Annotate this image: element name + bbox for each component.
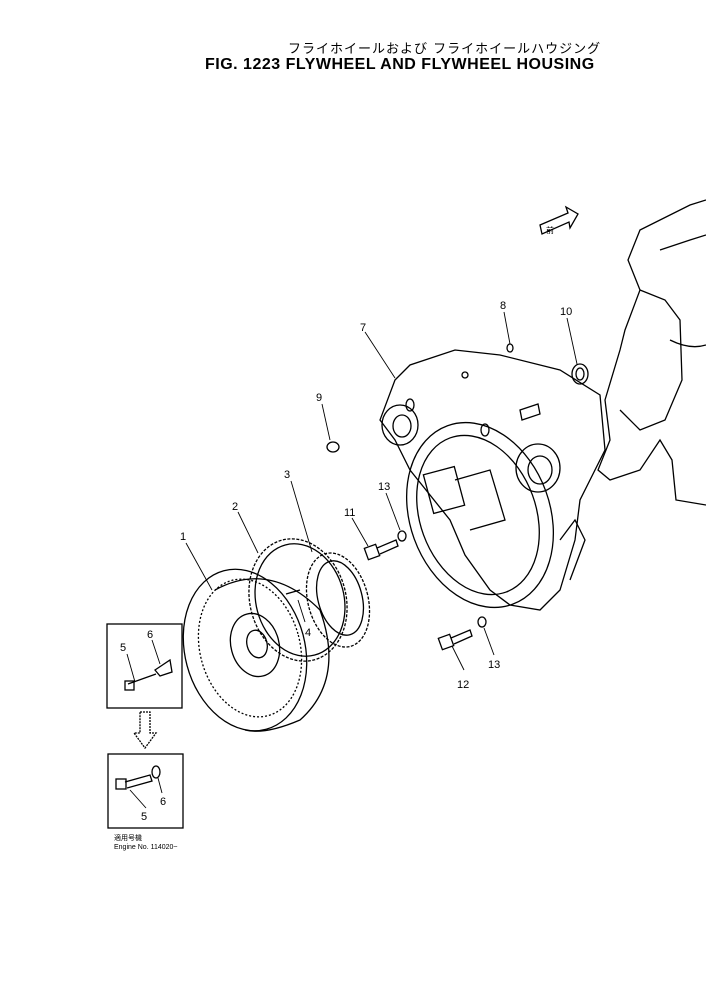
callout-9: 9	[316, 392, 322, 404]
down-arrow-icon	[132, 711, 158, 750]
callout-2: 2	[232, 501, 238, 513]
callout-12: 12	[457, 679, 469, 691]
callout-4: 4	[305, 627, 311, 639]
engine-block	[597, 199, 706, 506]
callout-7: 7	[360, 322, 366, 334]
callout-10: 10	[560, 306, 572, 318]
plug-8	[506, 343, 514, 353]
inset-box-old	[106, 623, 183, 709]
bolt-12	[437, 616, 487, 651]
inset-note-en: Engine No. 114020~	[114, 844, 178, 851]
callout-labels: 1 2 3 4 5 6 7 8 10 9 11 12 13 13 5 6 適用号…	[114, 300, 572, 851]
inset-note-jp: 適用号機	[114, 833, 142, 842]
flywheel-housing	[379, 349, 606, 611]
front-arrow-icon: 前	[539, 205, 579, 235]
title-japanese: フライホイールおよび フライホイールハウジング	[288, 42, 602, 57]
callout-5-inset: 5	[141, 811, 147, 823]
callout-6: 6	[147, 629, 153, 641]
callout-11: 11	[344, 507, 355, 519]
callout-1: 1	[180, 531, 186, 543]
callout-3: 3	[284, 469, 290, 481]
ring-gear	[248, 538, 348, 662]
gear	[305, 552, 371, 648]
callout-5: 5	[120, 642, 126, 654]
callout-6-inset: 6	[160, 796, 166, 808]
o-ring-10	[571, 363, 589, 385]
plug-9	[326, 441, 340, 453]
flywheel	[182, 568, 330, 732]
callout-13-lower: 13	[488, 659, 500, 671]
front-arrow-label: 前	[546, 225, 554, 235]
bolt-11	[363, 530, 407, 561]
callout-13-upper: 13	[378, 481, 390, 493]
dowel-pin	[285, 589, 301, 595]
figure-title: FIG. 1223 FLYWHEEL AND FLYWHEEL HOUSING	[205, 56, 595, 73]
inset-box-new	[107, 753, 184, 829]
leader-lines	[126, 311, 578, 809]
callout-8: 8	[500, 300, 506, 312]
